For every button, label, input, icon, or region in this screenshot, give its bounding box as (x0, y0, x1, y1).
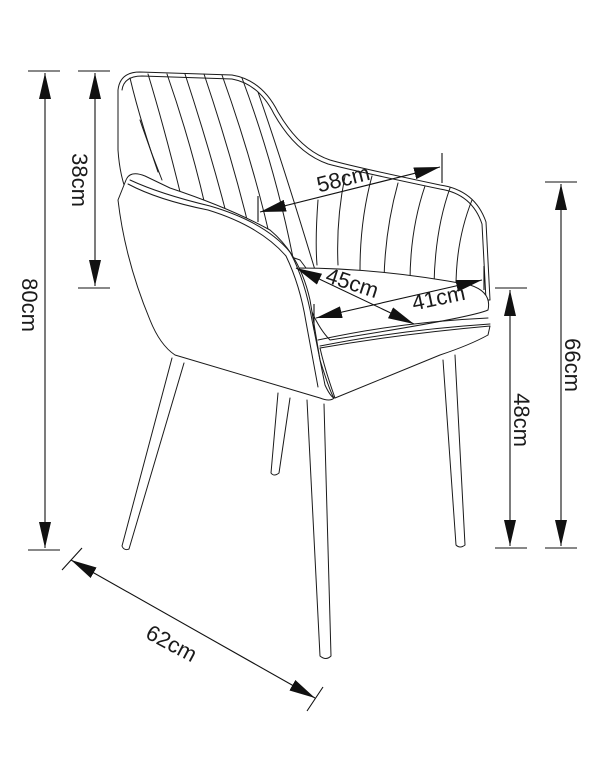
dim-armrest-height: 66cm (545, 181, 585, 549)
dim-seat-height: 48cm (495, 287, 534, 549)
total-height-label: 80cm (17, 278, 42, 332)
armrest-height-label: 66cm (560, 338, 585, 392)
backrest-height-label: 38cm (67, 153, 92, 207)
dim-total-height: 80cm (17, 70, 60, 551)
left-armrest (117, 173, 335, 401)
chair-illustration (117, 71, 491, 659)
seat-height-label: 48cm (509, 393, 534, 447)
dim-backrest-height: 38cm (67, 70, 110, 289)
dim-overall-width: 62cm (61, 547, 324, 712)
overall-width-label: 62cm (142, 620, 201, 667)
chair-legs (121, 354, 466, 659)
